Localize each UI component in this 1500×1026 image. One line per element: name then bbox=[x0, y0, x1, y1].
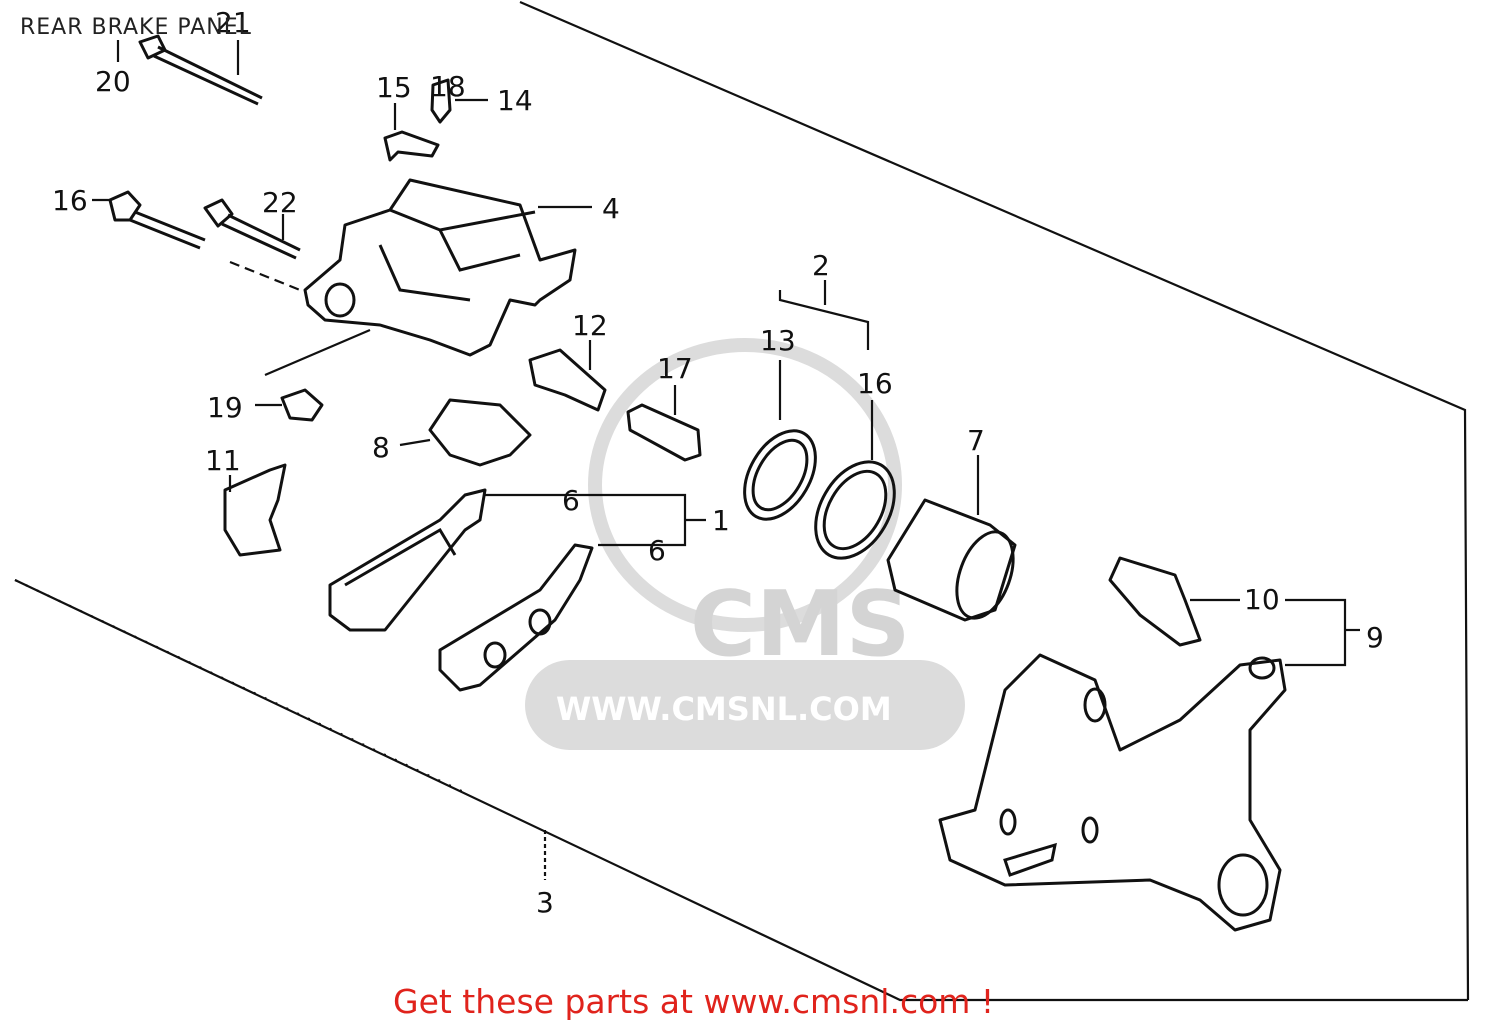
screw-15-icon bbox=[383, 130, 440, 162]
page-title: REAR BRAKE PANEL bbox=[20, 15, 252, 40]
callout-21: 21 bbox=[215, 6, 251, 39]
panel-frame bbox=[14, 0, 1470, 1002]
svg-text:CMS: CMS bbox=[690, 572, 910, 677]
callout-2: 2 bbox=[812, 249, 830, 282]
seal-16-icon bbox=[814, 460, 896, 560]
callout-8: 8 bbox=[372, 431, 390, 464]
callout-13: 13 bbox=[760, 324, 796, 357]
watermark-url: WWW.CMSNL.COM bbox=[556, 690, 892, 728]
callout-7: 7 bbox=[967, 424, 985, 457]
callout-6a: 6 bbox=[562, 484, 580, 517]
footer-link-text[interactable]: Get these parts at www.cmsnl.com ! bbox=[393, 982, 995, 1021]
pin-17-icon bbox=[626, 403, 702, 462]
brake-pad-icon bbox=[328, 488, 487, 632]
callout-22: 22 bbox=[262, 186, 298, 219]
callout-1: 1 bbox=[712, 504, 730, 537]
caliper-bracket-9-icon bbox=[938, 653, 1287, 932]
callout-19: 19 bbox=[207, 391, 243, 424]
pin-22-icon bbox=[203, 198, 301, 260]
seal-13-icon bbox=[743, 429, 817, 521]
piston-7-icon bbox=[886, 498, 1017, 622]
callout-9: 9 bbox=[1366, 621, 1384, 654]
callout-15: 15 bbox=[376, 71, 412, 104]
bleeder-14-icon bbox=[430, 78, 452, 124]
callout-12: 12 bbox=[572, 309, 608, 342]
boot-19-icon bbox=[280, 388, 324, 422]
callout-10: 10 bbox=[1244, 583, 1280, 616]
callout-16b: 16 bbox=[52, 184, 88, 217]
cms-watermark: CMS bbox=[525, 338, 965, 750]
callout-3: 3 bbox=[536, 886, 554, 919]
callout-18: 18 bbox=[430, 70, 466, 103]
bolt-18-icon bbox=[108, 190, 206, 250]
spring-11-icon bbox=[223, 463, 287, 557]
callout-11: 11 bbox=[205, 444, 241, 477]
retainer-8-icon bbox=[428, 398, 532, 467]
callout-17: 17 bbox=[657, 352, 693, 385]
callout-4: 4 bbox=[602, 192, 620, 225]
caliper-body-4-icon bbox=[303, 178, 577, 357]
callout-14: 14 bbox=[497, 84, 533, 117]
callout-16a: 16 bbox=[857, 367, 893, 400]
callout-6b: 6 bbox=[648, 534, 666, 567]
bolt-21-icon bbox=[138, 34, 263, 106]
pin-12-icon bbox=[528, 348, 607, 412]
brake-pad-2-icon bbox=[438, 543, 594, 692]
clip-10-icon bbox=[1108, 556, 1202, 647]
callout-20: 20 bbox=[95, 65, 131, 98]
